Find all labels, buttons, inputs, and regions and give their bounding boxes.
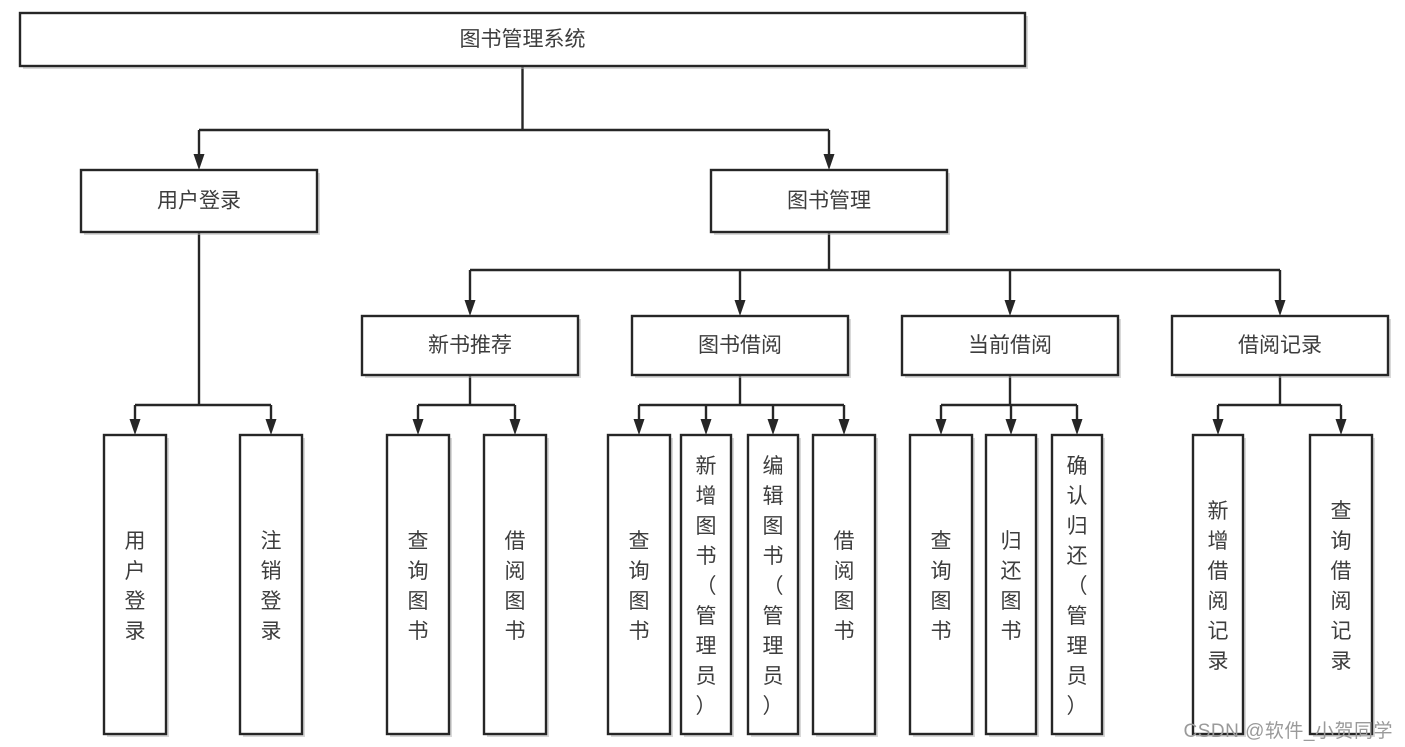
node-leaf-logout[interactable]: 注销登录 (238, 433, 305, 737)
arrow-head-icon (838, 419, 850, 435)
arrow-head-icon (509, 419, 521, 435)
node-rect[interactable] (238, 433, 304, 736)
node-rect[interactable] (102, 433, 168, 736)
node-leaf-query-record[interactable]: 查询借阅记录 (1308, 433, 1375, 737)
arrow-head-icon (193, 154, 205, 170)
node-current-borrow[interactable]: 当前借阅 (900, 314, 1121, 378)
node-rect[interactable] (630, 314, 850, 377)
arrow-head-icon (1071, 419, 1083, 435)
node-book-borrow[interactable]: 图书借阅 (630, 314, 851, 378)
node-rect[interactable] (746, 433, 800, 736)
node-rect[interactable] (18, 11, 1027, 68)
connector-layer (129, 66, 1347, 435)
node-label: 确认归还（管理员） (1067, 455, 1088, 718)
node-rect[interactable] (908, 433, 974, 736)
arrow-head-icon (129, 419, 141, 435)
arrow-head-icon (935, 419, 947, 435)
arrow-head-icon (1212, 419, 1224, 435)
node-rect[interactable] (1050, 433, 1104, 736)
node-label: 查询借阅记录 (1331, 500, 1352, 673)
arrow-head-icon (767, 419, 779, 435)
node-label: 查询图书 (629, 530, 650, 643)
arrow-head-icon (265, 419, 277, 435)
node-label: 新增借阅记录 (1208, 500, 1229, 673)
node-rect[interactable] (811, 433, 877, 736)
node-leaf-edit-book[interactable]: 编辑图书（管理员） (746, 433, 801, 737)
node-label: 查询图书 (931, 530, 952, 643)
arrow-head-icon (1005, 419, 1017, 435)
node-label: 借阅图书 (505, 530, 526, 643)
node-leaf-query-book-cur[interactable]: 查询图书 (908, 433, 975, 737)
node-label: 当前借阅 (968, 334, 1052, 357)
arrow-head-icon (734, 300, 746, 316)
node-leaf-query-book-borrow[interactable]: 查询图书 (606, 433, 673, 737)
node-label: 编辑图书（管理员） (763, 455, 784, 718)
arrow-head-icon (464, 300, 476, 316)
node-label: 用户登录 (125, 530, 146, 643)
node-label: 图书管理系统 (460, 28, 586, 51)
node-leaf-return-book[interactable]: 归还图书 (984, 433, 1039, 737)
node-leaf-query-book-rec[interactable]: 查询图书 (385, 433, 452, 737)
node-leaf-confirm-return[interactable]: 确认归还（管理员） (1050, 433, 1105, 737)
node-user-login[interactable]: 用户登录 (79, 168, 320, 235)
node-rect[interactable] (1308, 433, 1374, 736)
node-borrow-record[interactable]: 借阅记录 (1170, 314, 1391, 378)
node-rect[interactable] (385, 433, 451, 736)
node-leaf-add-book[interactable]: 新增图书（管理员） (679, 433, 734, 737)
arrow-head-icon (1004, 300, 1016, 316)
arrow-head-icon (1274, 300, 1286, 316)
node-leaf-user-login[interactable]: 用户登录 (102, 433, 169, 737)
arrow-head-icon (823, 154, 835, 170)
node-rect[interactable] (709, 168, 949, 234)
watermark-text: CSDN @软件_小贺同学 (1183, 721, 1393, 742)
node-rect[interactable] (984, 433, 1038, 736)
node-leaf-add-record[interactable]: 新增借阅记录 (1191, 433, 1246, 737)
node-rect[interactable] (1191, 433, 1245, 736)
node-label: 注销登录 (261, 530, 282, 643)
node-label: 用户登录 (157, 190, 241, 213)
node-rect[interactable] (1170, 314, 1390, 377)
node-rect[interactable] (360, 314, 580, 377)
node-label: 新增图书（管理员） (696, 455, 717, 718)
node-book-manage[interactable]: 图书管理 (709, 168, 950, 235)
node-label: 新书推荐 (428, 334, 512, 357)
arrow-head-icon (700, 419, 712, 435)
node-leaf-borrow-book[interactable]: 借阅图书 (811, 433, 878, 737)
node-new-book-recommend[interactable]: 新书推荐 (360, 314, 581, 378)
node-rect[interactable] (79, 168, 319, 234)
arrow-head-icon (1335, 419, 1347, 435)
node-label: 图书借阅 (698, 334, 782, 357)
node-rect[interactable] (482, 433, 548, 736)
node-leaf-borrow-book-rec[interactable]: 借阅图书 (482, 433, 549, 737)
node-label: 借阅图书 (834, 530, 855, 643)
node-label: 图书管理 (787, 190, 871, 213)
node-rect[interactable] (606, 433, 672, 736)
node-root[interactable]: 图书管理系统 (18, 11, 1028, 69)
node-label: 借阅记录 (1238, 334, 1322, 357)
node-rect[interactable] (900, 314, 1120, 377)
node-layer: 图书管理系统用户登录图书管理新书推荐图书借阅当前借阅借阅记录用户登录注销登录查询… (18, 11, 1391, 737)
node-rect[interactable] (679, 433, 733, 736)
node-label: 查询图书 (408, 530, 429, 643)
node-label: 归还图书 (1001, 530, 1022, 643)
arrow-head-icon (412, 419, 424, 435)
arrow-head-icon (633, 419, 645, 435)
